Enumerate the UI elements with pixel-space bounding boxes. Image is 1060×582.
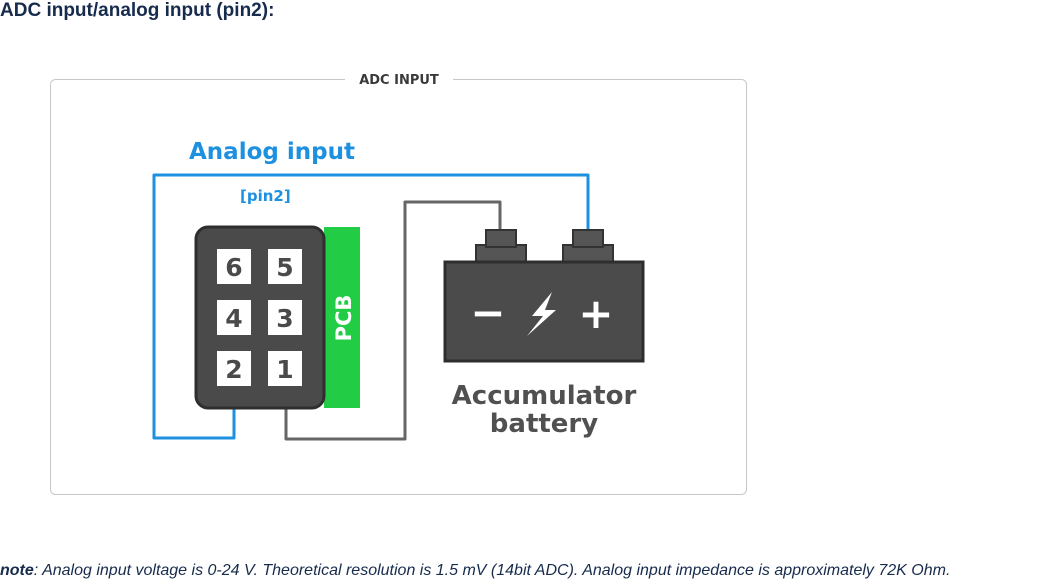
pin-6-number: 6	[225, 253, 242, 282]
section-heading: ADC input/analog input (pin2):	[0, 0, 275, 21]
pin-3-number: 3	[276, 304, 293, 333]
ground-wire	[284, 200, 502, 441]
battery-plus-sign: +	[578, 289, 613, 338]
lightning-bolt-icon	[527, 292, 556, 336]
frame-title: ADC INPUT	[359, 73, 439, 88]
pin-5-number: 5	[276, 253, 293, 282]
pin-2-box	[217, 351, 251, 386]
battery-caption-line2: battery	[490, 409, 598, 439]
note-text: : Analog input voltage is 0-24 V. Theore…	[33, 562, 951, 579]
pin-4-box	[217, 300, 251, 335]
battery-positive-terminal-cap	[572, 229, 604, 248]
pin-1-box	[268, 351, 302, 386]
connector-body	[194, 225, 326, 410]
pcb-label: PCB	[332, 295, 356, 342]
analog-input-label: Analog input	[189, 139, 355, 165]
pin2-label: [pin2]	[240, 187, 291, 205]
note-label: note	[0, 562, 34, 579]
note-paragraph: note: Analog input voltage is 0-24 V. Th…	[0, 561, 1060, 581]
pin-6-box	[217, 249, 251, 284]
battery-negative-terminal-cap	[485, 229, 517, 248]
pin-3-box	[268, 300, 302, 335]
battery-minus-sign: −	[470, 288, 505, 337]
battery-caption-line1: Accumulator	[452, 381, 637, 411]
pcb-strip	[324, 227, 360, 408]
connector-pins: 6 5 4 3 2 1	[217, 249, 302, 386]
pin-1-number: 1	[276, 355, 293, 384]
pin-2-number: 2	[225, 355, 242, 384]
pin-5-box	[268, 249, 302, 284]
analog-wire	[152, 173, 590, 440]
pin-4-number: 4	[225, 304, 242, 333]
